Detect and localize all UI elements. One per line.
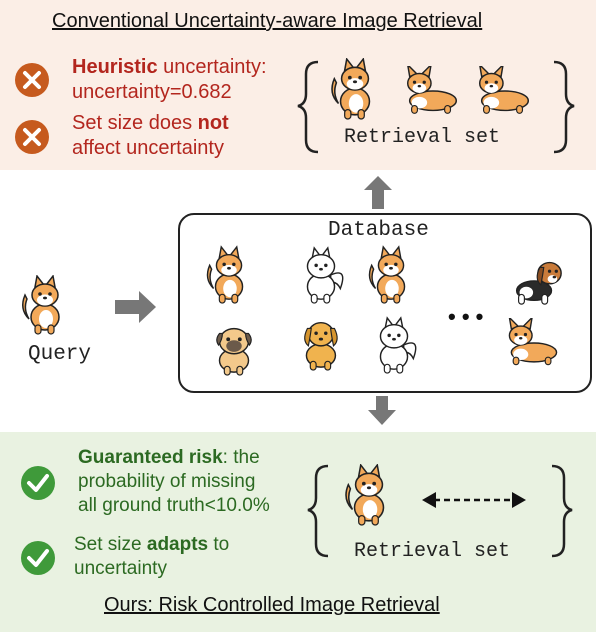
check-icon [21, 466, 55, 500]
right-brace [553, 60, 575, 154]
down-arrow-icon [368, 396, 396, 425]
bottom-panel [0, 432, 596, 632]
database-label: Database [328, 219, 429, 242]
golden-dog-image [303, 321, 338, 371]
top-retrieval-set [297, 58, 575, 154]
top-point-1: Heuristic uncertainty: uncertainty=0.682 [72, 55, 267, 105]
top-point-2: Set size does not affect uncertainty [72, 111, 229, 161]
query-dog-image [22, 275, 60, 335]
heuristic-label: Heuristic [72, 56, 158, 78]
shiba-dog-image [345, 464, 385, 526]
bottom-point-2-b: to [208, 534, 230, 555]
top-panel-title: Conventional Uncertainty-aware Image Ret… [52, 10, 483, 32]
right-brace [551, 464, 573, 558]
adapts-label: adapts [146, 534, 209, 555]
right-arrow-icon [115, 291, 156, 323]
top-point-2-a: Set size does [72, 112, 198, 134]
bottom-point-1: Guaranteed risk: the probability of miss… [78, 446, 270, 518]
check-icon [21, 541, 55, 575]
corgi-dog-image [478, 66, 530, 115]
corgi-dog-image [508, 318, 558, 366]
spitz-dog-image [379, 317, 417, 374]
cross-icon [15, 63, 49, 97]
cross-icon [15, 120, 49, 154]
pug-dog-image [216, 327, 252, 376]
bottom-retrieval-set-label: Retrieval set [354, 540, 511, 563]
expand-arrow-icon [422, 492, 526, 508]
top-retrieval-set-label: Retrieval set [344, 126, 501, 149]
left-brace [307, 464, 329, 558]
bottom-panel-title: Ours: Risk Controlled Image Retrieval [104, 594, 440, 616]
not-label: not [197, 112, 229, 134]
up-arrow-icon [364, 176, 392, 209]
bottom-point-1-line2: probability of missing [78, 471, 256, 492]
guaranteed-risk-label: Guaranteed risk [78, 447, 223, 468]
bottom-retrieval-set [307, 464, 573, 558]
bottom-point-1-line3: all ground truth<10.0% [78, 495, 270, 516]
left-brace [297, 60, 319, 154]
more-ellipsis: • • • [448, 304, 484, 329]
beagle-dog-image [515, 261, 562, 305]
query-label: Query [28, 343, 92, 366]
shiba-dog-image [368, 246, 406, 304]
spitz-dog-image [306, 247, 344, 304]
bottom-point-2-a: Set size [74, 534, 147, 555]
shiba-dog-image [331, 58, 371, 120]
corgi-dog-image [406, 66, 458, 115]
uncertainty-value: uncertainty=0.682 [72, 81, 232, 103]
top-point-1-rest: uncertainty: [157, 56, 267, 78]
bottom-point-2: Set size adapts to uncertainty [74, 533, 229, 581]
shiba-dog-image [206, 246, 244, 304]
top-point-2-b: affect uncertainty [72, 137, 224, 159]
bottom-point-2-c: uncertainty [74, 558, 167, 579]
bottom-point-1-rest: : the [222, 447, 260, 468]
